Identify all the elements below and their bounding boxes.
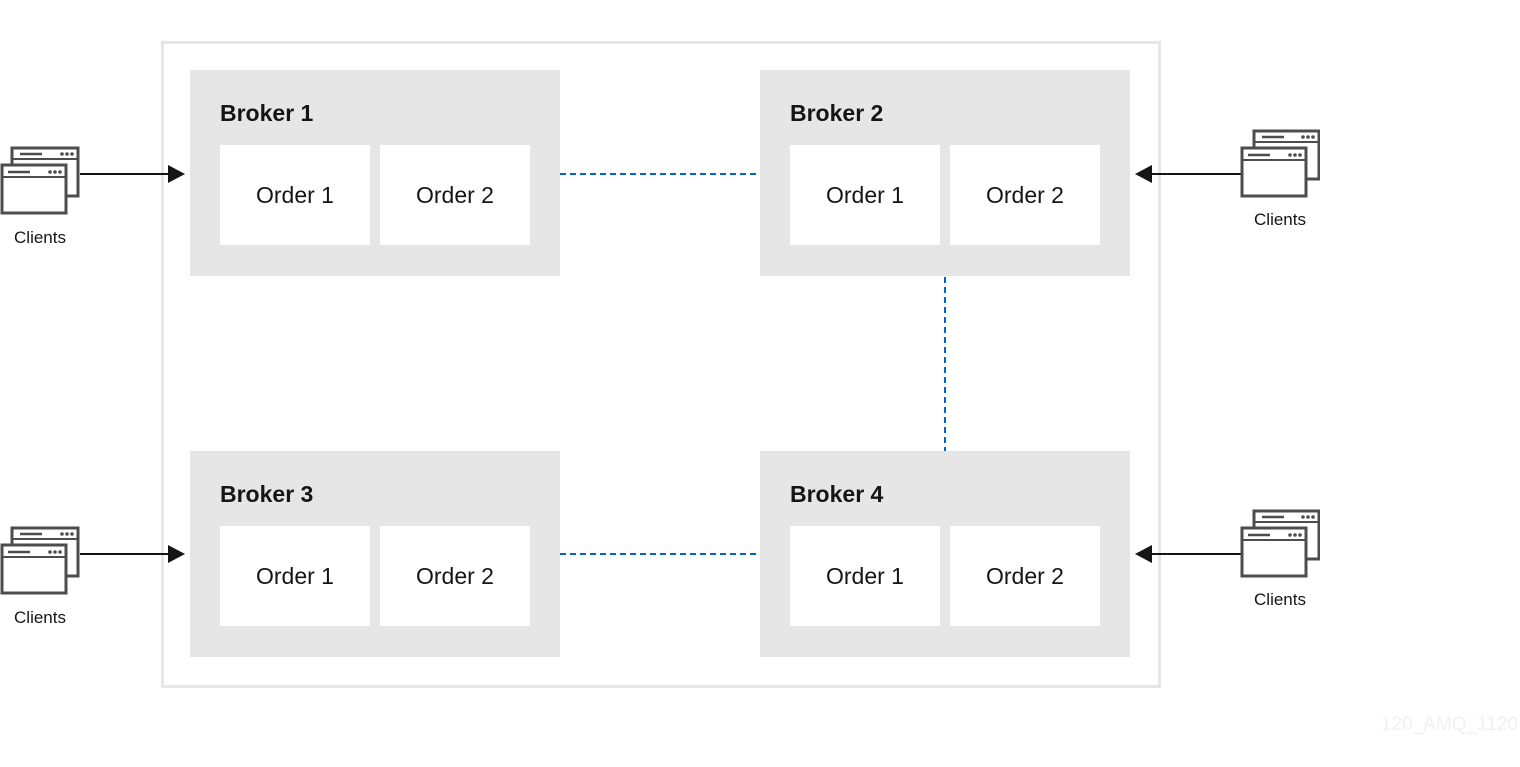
broker-1: Broker 1 Order 1 Order 2 [190, 70, 560, 276]
broker-2: Broker 2 Order 1 Order 2 [760, 70, 1130, 276]
broker-title: Broker 1 [220, 100, 314, 126]
queue-order-2: Order 2 [380, 526, 530, 626]
clients-label: Clients [1254, 590, 1306, 609]
arrow-clients-to-broker3 [80, 545, 185, 563]
client-windows-icon [1240, 509, 1320, 578]
arrow-clients-to-broker2 [1135, 165, 1241, 183]
queue-order-1: Order 1 [220, 145, 370, 245]
queue-order-1: Order 1 [790, 526, 940, 626]
arrow-clients-to-broker1 [80, 165, 185, 183]
queue-order-2: Order 2 [380, 145, 530, 245]
broker-title: Broker 3 [220, 481, 314, 507]
queue-order-1: Order 1 [220, 526, 370, 626]
arrow-clients-to-broker4 [1135, 545, 1241, 563]
figure-id-watermark: 120_AMQ_1120 [1381, 714, 1518, 735]
broker-title: Broker 2 [790, 100, 884, 126]
queue-order-2: Order 2 [950, 145, 1100, 245]
queue-order-2: Order 2 [950, 526, 1100, 626]
broker-3: Broker 3 Order 1 Order 2 [190, 451, 560, 657]
queue-order-1: Order 1 [790, 145, 940, 245]
client-windows-icon [0, 526, 80, 595]
clients-label: Clients [14, 608, 66, 627]
clients-label: Clients [1254, 210, 1306, 229]
client-windows-icon [1240, 129, 1320, 198]
broker-title: Broker 4 [790, 481, 884, 507]
broker-4: Broker 4 Order 1 Order 2 [760, 451, 1130, 657]
clients-label: Clients [14, 228, 66, 247]
cluster-boundary [161, 41, 1161, 688]
client-windows-icon [0, 146, 80, 215]
